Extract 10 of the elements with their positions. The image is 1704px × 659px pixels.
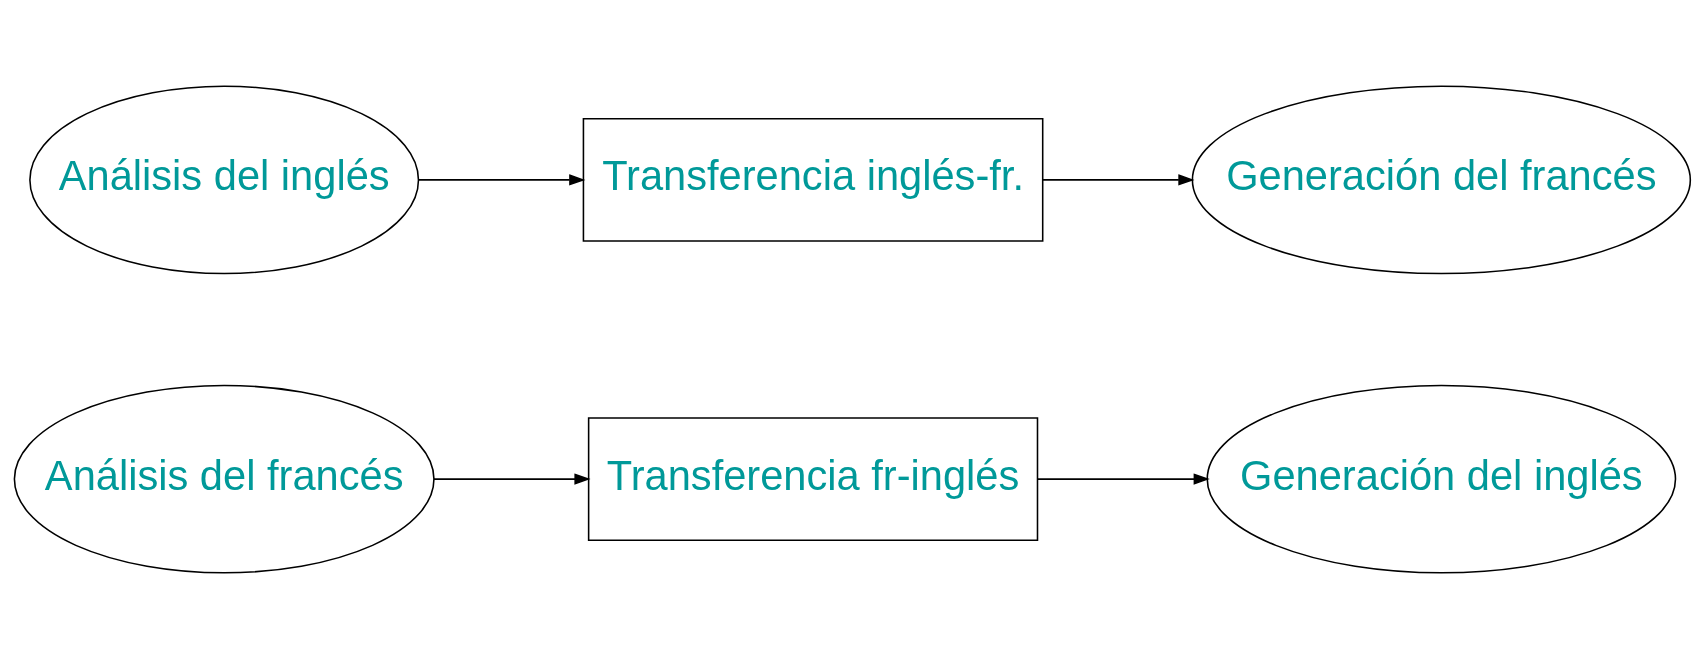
arrow <box>1036 473 1210 485</box>
node-ellipse: Generación del francés <box>1191 85 1691 275</box>
arrow <box>417 174 585 186</box>
node-ellipse: Análisis del francés <box>13 384 435 574</box>
node-ellipse: Análisis del inglés <box>28 85 419 275</box>
arrow <box>432 473 591 485</box>
node-box: Transferencia inglés-fr. <box>582 117 1043 242</box>
node-box: Transferencia fr-inglés <box>587 417 1038 542</box>
arrow <box>1041 174 1194 186</box>
node-ellipse: Generación del inglés <box>1205 384 1676 574</box>
